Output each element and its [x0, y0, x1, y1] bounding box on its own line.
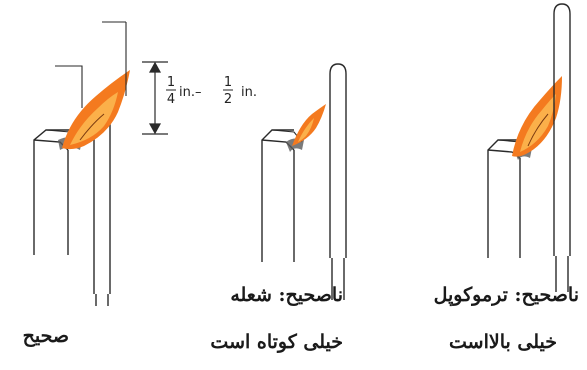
- panel-thermocouple-too-high: [487, 3, 571, 292]
- pilot-burner: [487, 139, 529, 258]
- caption-correct: صحیح: [22, 325, 69, 347]
- flame: [292, 104, 326, 146]
- leader-lines: [55, 21, 127, 108]
- caption-thermocouple-high-line1: ناصحیح: ترموکوپل: [433, 284, 579, 306]
- thermocouple: [329, 63, 347, 300]
- dimension-marker: [142, 61, 168, 135]
- thermocouple: [553, 3, 571, 292]
- dimension-label: 1 4 in.– 1 2 in.: [166, 75, 257, 107]
- dimension-frac1-denominator: 4: [167, 92, 175, 107]
- dimension-unit2: in.: [241, 85, 257, 100]
- dimension-unit1: in.–: [179, 85, 201, 100]
- caption-flame-short-line2: خیلی کوتاه است: [210, 331, 343, 353]
- dimension-frac2-numerator: 1: [224, 75, 232, 90]
- pilot-burner: [261, 129, 303, 262]
- panel-correct: 1 4 in.– 1 2 in.: [33, 21, 257, 306]
- caption-thermocouple-high-line2: خیلی بالااست: [449, 331, 557, 353]
- caption-flame-short-line1: ناصحیح: شعله: [230, 284, 343, 306]
- dimension-frac1-numerator: 1: [167, 75, 175, 90]
- panel-flame-too-short: [261, 63, 347, 300]
- flame: [62, 70, 130, 150]
- dimension-frac2-denominator: 2: [224, 92, 232, 107]
- flame: [512, 76, 562, 157]
